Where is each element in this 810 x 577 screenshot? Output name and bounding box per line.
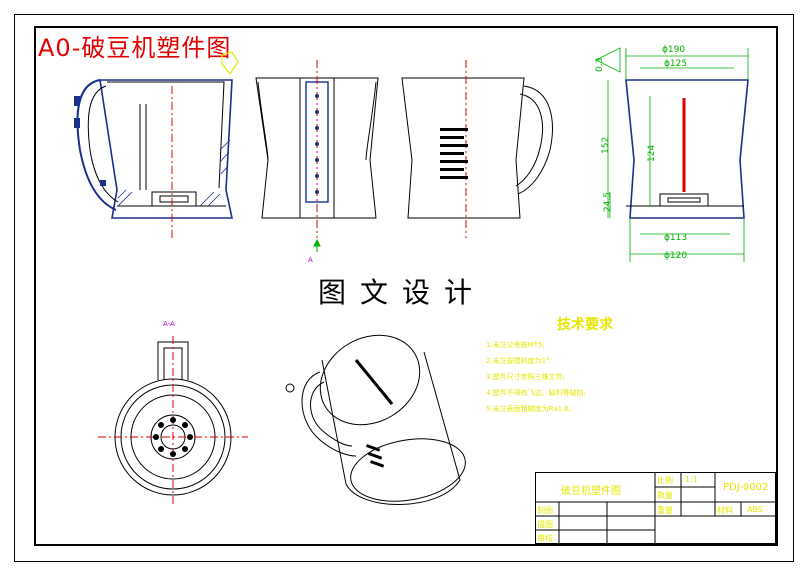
isometric-marks <box>366 444 385 468</box>
dim-diameter-125: ϕ125 <box>664 59 687 69</box>
handle-bumps <box>74 96 106 186</box>
dim-diameter-113: ϕ113 <box>664 233 687 243</box>
title-block: 破豆机塑件图 PDJ-0002 比例 1:1 数量 重量 材料 ABS 制图 描… <box>535 472 776 544</box>
tech-note-1: 1.未注公差按MT5; <box>486 341 545 349</box>
title-block-quantity-label: 数量 <box>657 491 673 500</box>
drawing-subtitle: 图文设计 <box>318 276 487 309</box>
front-hatching <box>117 139 231 207</box>
pointer-marker <box>221 51 239 76</box>
dim-diameter-120: ϕ120 <box>664 251 687 261</box>
title-block-scale-value: 1:1 <box>685 475 698 484</box>
dimensioned-section <box>625 79 749 219</box>
outer-view <box>401 60 553 238</box>
tech-note-5: 5.未注表面粗糙度为Ra1.6。 <box>486 405 576 413</box>
side-view-holes <box>315 94 319 194</box>
title-block-drawing-no: PDJ-0002 <box>723 482 769 493</box>
section-label: A-A <box>163 320 175 328</box>
title-block-weight-label: 重量 <box>657 506 673 515</box>
dimension-lines <box>595 47 749 262</box>
tech-note-2: 2.未注拔模斜度为1°; <box>486 357 552 365</box>
inner-frame <box>34 26 778 546</box>
title-block-material-label: 材料 <box>717 506 733 515</box>
title-block-designer-label: 制图 <box>537 506 553 515</box>
drawing-title: A0-破豆机塑件图 <box>38 34 232 62</box>
title-block-scale-label: 比例 <box>657 476 673 485</box>
handle-pivot <box>285 383 295 393</box>
front-section-view <box>76 79 233 238</box>
tech-note-4: 4.塑件不得有飞边、缺料等缺陷; <box>486 389 587 397</box>
outer-border <box>14 14 794 562</box>
section-arrow-label: A <box>308 256 313 264</box>
dimension-texts: ϕ190 ϕ125 0.3 152 124 24.5 ϕ113 ϕ120 <box>595 45 687 261</box>
dim-height-152: 152 <box>601 137 611 154</box>
title-block-material-value: ABS <box>747 505 763 514</box>
title-block-grid <box>535 472 776 544</box>
scale-marks <box>440 128 468 179</box>
tech-note-3: 3.塑件尺寸参照三维文件; <box>486 373 566 381</box>
title-block-part-name: 破豆机塑件图 <box>561 486 621 497</box>
tech-requirements: 技术要求 1.未注公差按MT5; 2.未注拔模斜度为1°; 3.塑件尺寸参照三维… <box>486 314 676 414</box>
dim-angle: 0.3 <box>595 58 605 72</box>
side-view <box>255 60 379 238</box>
dim-height-24: 24.5 <box>603 192 613 212</box>
title-block-reviewer-label: 审核 <box>537 534 553 543</box>
dim-height-124: 124 <box>647 145 657 162</box>
dim-diameter-190: ϕ190 <box>662 45 685 55</box>
title-block-checker-label: 描图 <box>537 520 553 529</box>
isometric-view <box>301 334 466 505</box>
bottom-view-holes <box>153 417 193 457</box>
tech-requirements-title: 技术要求 <box>557 317 613 333</box>
bottom-view <box>98 336 248 506</box>
section-arrow-a <box>313 238 321 252</box>
